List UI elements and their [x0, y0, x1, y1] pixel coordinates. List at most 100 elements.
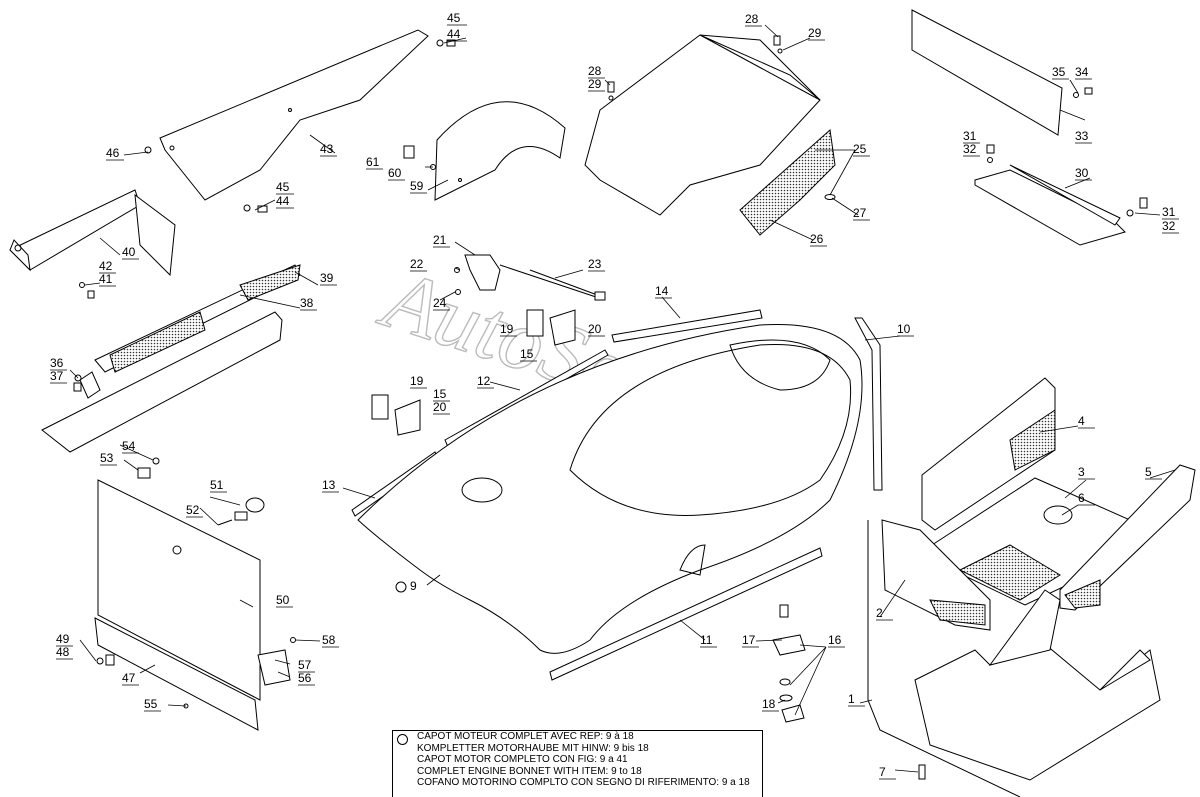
callout-19: 19: [500, 322, 514, 336]
callout-10: 10: [897, 322, 911, 336]
fastener-34-35: [1073, 87, 1093, 98]
callout-54: 54: [122, 439, 136, 453]
legend-circle-icon: [397, 734, 408, 745]
callout-33: 33: [1075, 129, 1089, 143]
callout-36: 36: [50, 356, 64, 370]
legend-line-en: COMPLET ENGINE BONNET WITH ITEM: 9 to 18: [417, 765, 642, 777]
callout-44: 44: [276, 194, 290, 208]
callout-4: 4: [1078, 414, 1085, 428]
callout-13: 13: [322, 478, 336, 492]
callout-19: 19: [410, 374, 424, 388]
part-51-52-lock: [217, 497, 265, 526]
leader-lines: [69, 24, 1176, 773]
callout-22: 22: [410, 257, 424, 271]
fastener-31-32-b: [1126, 197, 1148, 217]
part-2-block: [881, 519, 991, 631]
callout-40: 40: [122, 245, 136, 259]
part-43-bracket: [159, 29, 429, 201]
callout-42: 42: [99, 259, 113, 273]
callout-17: 17: [742, 633, 756, 647]
callout-31: 31: [963, 129, 977, 143]
callout-21: 21: [433, 233, 447, 247]
callout-41: 41: [99, 272, 113, 286]
callout-11: 11: [700, 633, 713, 647]
callout-1: 1: [848, 692, 855, 706]
callout-35: 35: [1052, 65, 1066, 79]
bolt-7: [918, 764, 926, 780]
seal-10: [854, 317, 883, 491]
part-38-channel: [41, 264, 301, 453]
callout-37: 37: [50, 369, 64, 383]
callout-24: 24: [433, 296, 447, 310]
callout-47: 47: [122, 671, 136, 685]
fastener-53-54: [137, 457, 160, 479]
part-5-block: [1059, 464, 1196, 611]
callout-15: 15: [520, 347, 534, 361]
callout-53: 53: [100, 451, 114, 465]
callout-52: 52: [186, 503, 200, 517]
callout-44: 44: [447, 27, 461, 41]
assembly-marker-circle: [395, 581, 407, 593]
callout-57: 57: [298, 658, 312, 672]
callout-5: 5: [1145, 465, 1152, 479]
part-9-engine-bonnet: [357, 323, 863, 654]
callout-labels: 45 44 43 46 45 44 40 42 41 39 38 36 37 6…: [50, 11, 1179, 780]
callout-61: 61: [366, 155, 380, 169]
fastener-60-61: [403, 145, 436, 170]
part-50-panel: [97, 479, 261, 701]
hinge-15-19-20-lower: [371, 394, 421, 436]
callout-9: 9: [410, 579, 417, 593]
fastener-46: [144, 146, 152, 154]
callout-23: 23: [588, 257, 602, 271]
hinge-15-19-20-upper: [526, 309, 576, 346]
callout-46: 46: [106, 146, 120, 160]
bracket-56-57: [257, 649, 291, 686]
fastener-28-29-b: [607, 81, 615, 101]
seal-14: [611, 309, 763, 343]
callout-49: 49: [56, 632, 70, 646]
part-47-strip: [94, 617, 259, 731]
callout-28: 28: [745, 12, 759, 26]
callout-14: 14: [655, 284, 669, 298]
legend-line-es: CAPOT MOTOR COMPLETO CON FIG: 9 a 41: [417, 754, 628, 766]
callout-32: 32: [963, 142, 977, 156]
part-40-bracket: [9, 189, 176, 277]
callout-38: 38: [300, 296, 314, 310]
legend-line-de: KOMPLETTER MOTORHAUBE MIT HINW: 9 bis 18: [417, 742, 649, 754]
callout-12: 12: [477, 374, 491, 388]
callout-50: 50: [276, 593, 290, 607]
callout-55: 55: [144, 697, 158, 711]
callout-26: 26: [810, 232, 824, 246]
fastener-41-42: [79, 282, 95, 299]
callout-20: 20: [433, 400, 447, 414]
callout-32: 32: [1162, 219, 1176, 233]
callout-31: 31: [1162, 205, 1176, 219]
fastener-48-49: [96, 654, 115, 666]
callout-27: 27: [853, 206, 867, 220]
callout-34: 34: [1075, 65, 1089, 79]
part-33-plate: [911, 9, 1063, 136]
callout-29: 29: [808, 26, 822, 40]
callout-43: 43: [320, 142, 334, 156]
callout-25: 25: [853, 142, 867, 156]
callout-6: 6: [1078, 491, 1085, 505]
callout-7: 7: [879, 765, 886, 779]
fastener-58: [290, 637, 296, 643]
callout-18: 18: [762, 697, 776, 711]
callout-28: 28: [588, 64, 602, 78]
callout-30: 30: [1075, 166, 1089, 180]
callout-29: 29: [588, 77, 602, 91]
part-1-housing: [914, 589, 1161, 781]
part-21-23-gas-strut: [454, 254, 606, 301]
part-25-tray: [584, 34, 836, 236]
part-59-cover: [434, 101, 566, 201]
seal-11: [549, 547, 823, 681]
callout-59: 59: [410, 179, 424, 193]
callout-48: 48: [56, 645, 70, 659]
callout-58: 58: [322, 633, 336, 647]
callout-60: 60: [388, 166, 402, 180]
legend-line-it: COFANO MOTORINO COMPLTO CON SEGNO DI RIF…: [417, 777, 750, 789]
part-30-bracket: [974, 164, 1126, 246]
